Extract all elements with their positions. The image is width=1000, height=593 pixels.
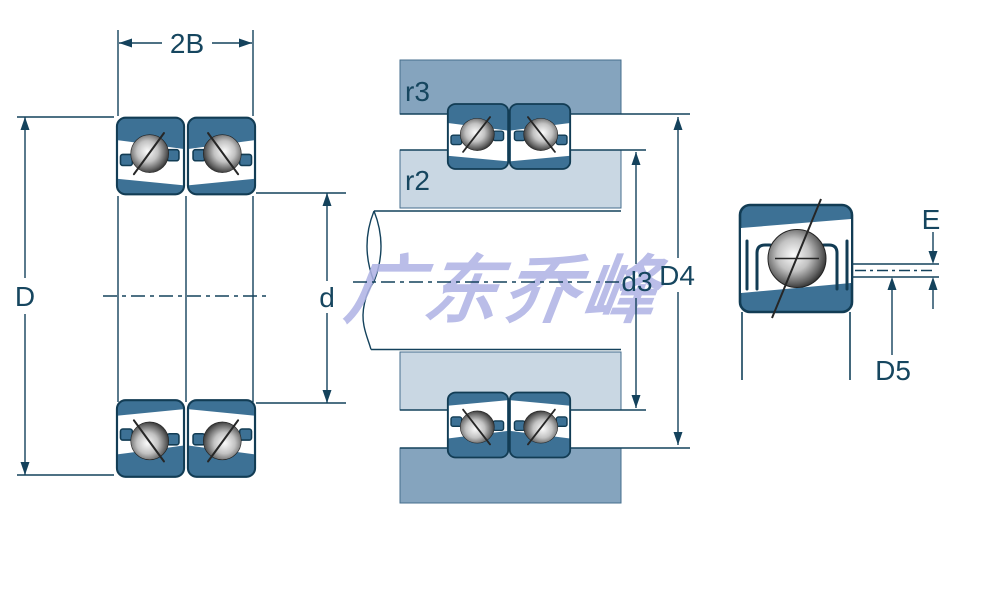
bearing-cell xyxy=(446,103,510,170)
bearing-cell xyxy=(186,399,257,478)
label-d3: d3 xyxy=(621,266,652,297)
dimension-D5: D5 xyxy=(875,277,911,386)
dimension-D: D xyxy=(15,116,114,476)
bearing-cell xyxy=(508,391,572,459)
label-2B: 2B xyxy=(170,28,204,59)
shaft xyxy=(362,210,621,351)
watermark-text: 广东乔峰 xyxy=(340,249,671,332)
bearing-cell xyxy=(446,391,510,459)
housing-block-bottom xyxy=(399,447,622,504)
bearing-cell xyxy=(115,399,186,478)
label-r2: r2 xyxy=(405,165,430,196)
label-D: D xyxy=(15,281,35,312)
label-r3: r3 xyxy=(405,76,430,107)
dimension-D4: D4 xyxy=(659,117,695,445)
bearing-cell xyxy=(508,103,572,170)
dimension-E: E xyxy=(922,204,941,309)
right-view-single-bearing: E D5 xyxy=(738,198,941,386)
dimension-2B: 2B xyxy=(119,28,252,59)
housing-block-top xyxy=(399,59,622,115)
label-D5: D5 xyxy=(875,355,911,386)
left-view-bearing-pair: 2B D d xyxy=(15,28,346,478)
dimension-d3: d3 xyxy=(621,152,653,408)
middle-view-mounted-arrangement: 广东乔峰 r3 r2 d3 D4 xyxy=(340,59,695,504)
bearing-cell xyxy=(115,116,186,196)
label-d: d xyxy=(319,282,335,313)
label-E: E xyxy=(922,204,941,235)
dimension-d: d xyxy=(256,192,346,404)
bearing-cell xyxy=(186,116,257,196)
label-D4: D4 xyxy=(659,260,695,291)
